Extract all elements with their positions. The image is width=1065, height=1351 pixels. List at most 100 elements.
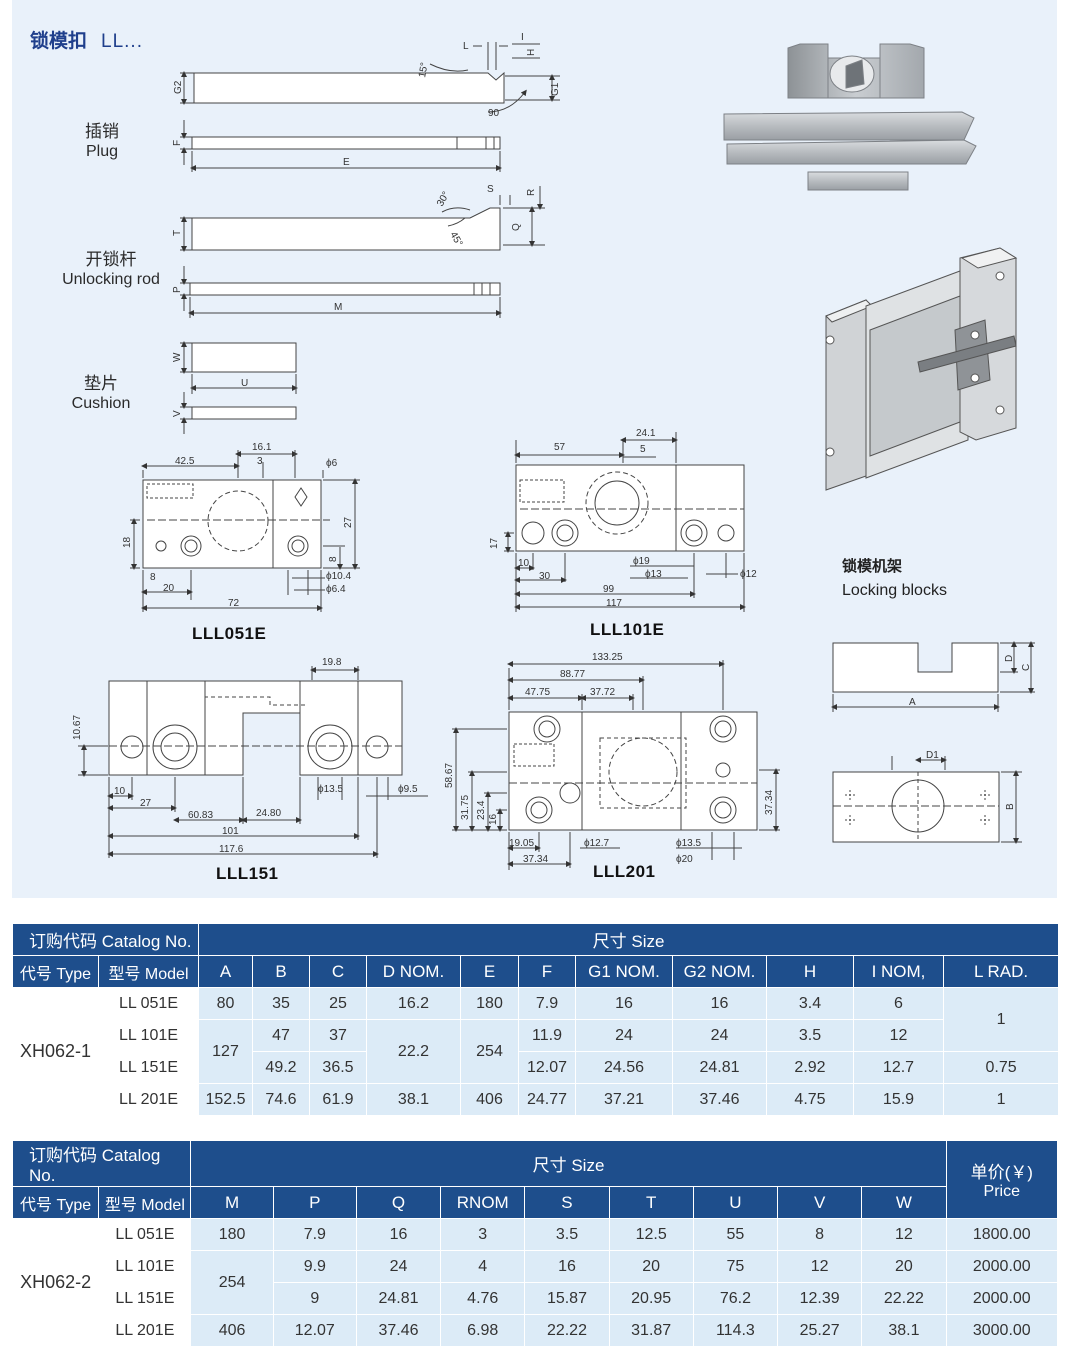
plug-rod-photo xyxy=(723,111,977,191)
svg-text:Q: Q xyxy=(511,223,522,231)
price-header: 单价(￥) Price xyxy=(945,1140,1059,1219)
col-header: A xyxy=(198,955,253,988)
cell: 12.07 xyxy=(518,1051,576,1084)
cell: 12 xyxy=(777,1250,863,1283)
svg-text:57: 57 xyxy=(554,442,566,453)
svg-text:37.72: 37.72 xyxy=(590,687,615,698)
svg-text:16: 16 xyxy=(488,813,499,825)
table-row: LL 151E 49.2 36.5 12.07 24.56 24.81 2.92… xyxy=(13,1051,1060,1084)
cell: 6.98 xyxy=(440,1314,526,1347)
table-row: LL 101E 254 9.9 24 4 16 20 75 12 20 2000… xyxy=(13,1250,1059,1315)
mold-assembly-photo xyxy=(825,247,1018,491)
catalog-header: 订购代码 Catalog No. xyxy=(11,1140,192,1187)
svg-text:23.4: 23.4 xyxy=(476,800,487,820)
cell: 9 xyxy=(272,1282,357,1315)
col-header: H xyxy=(766,955,854,988)
svg-text:27: 27 xyxy=(343,516,354,528)
svg-text:117: 117 xyxy=(606,598,622,609)
cell: 406 xyxy=(190,1314,274,1347)
svg-text:R: R xyxy=(526,189,537,196)
svg-text:19.05: 19.05 xyxy=(509,838,534,849)
svg-text:C: C xyxy=(1021,664,1032,671)
svg-text:W: W xyxy=(172,352,183,362)
cell: 80 xyxy=(198,987,253,1020)
cell: 20.95 xyxy=(608,1282,694,1315)
svg-text:117.6: 117.6 xyxy=(219,844,244,855)
lll051e-dim-labels: 42.5 16.1 3 ϕ6 27 18 8 8 20 ϕ10.4 ϕ6.4 7… xyxy=(122,442,354,609)
svg-text:37.34: 37.34 xyxy=(523,854,548,865)
svg-text:42.5: 42.5 xyxy=(175,456,195,467)
svg-text:20: 20 xyxy=(163,583,175,594)
col-header: S xyxy=(524,1186,610,1219)
svg-text:B: B xyxy=(1005,803,1016,810)
svg-text:F: F xyxy=(172,140,183,146)
model-cell: LL 201E xyxy=(98,1314,192,1347)
svg-text:ϕ19: ϕ19 xyxy=(633,556,650,567)
cell: 20 xyxy=(608,1250,694,1283)
cell: 15.9 xyxy=(853,1083,944,1116)
svg-text:L: L xyxy=(463,41,469,52)
svg-text:P: P xyxy=(172,286,183,293)
model-label-lll101e: LLL101E xyxy=(590,620,665,639)
lll201-dim-labels: 133.25 88.77 47.75 37.72 58.67 31.75 23.… xyxy=(444,652,775,865)
lll101e-drawing xyxy=(504,432,746,612)
cell: 24 xyxy=(355,1250,442,1283)
svg-text:ϕ13: ϕ13 xyxy=(645,569,662,580)
col-header: L RAD. xyxy=(942,955,1060,988)
svg-text:ϕ12.7: ϕ12.7 xyxy=(584,838,610,849)
cell: 4.76 xyxy=(440,1282,526,1315)
cell: 12 xyxy=(853,1019,944,1052)
plug-dim-labels: L I H 15° G2 G1 90 F E xyxy=(172,32,561,168)
locking-block-views xyxy=(831,641,1035,844)
svg-text:H: H xyxy=(526,49,537,56)
price-cell: 2000.00 xyxy=(945,1282,1059,1315)
cell: 35 xyxy=(252,987,310,1020)
cell: 37.21 xyxy=(575,1083,673,1116)
cell: 49.2 xyxy=(252,1051,310,1084)
svg-text:E: E xyxy=(343,157,350,168)
block-dim-labels: D C A D1 B xyxy=(909,655,1032,810)
cell: 0.75 xyxy=(942,1051,1060,1084)
cell: 24 xyxy=(575,1019,673,1052)
cell: 6 xyxy=(853,987,944,1020)
svg-text:8: 8 xyxy=(328,556,339,562)
cell: 16 xyxy=(524,1250,610,1283)
lll101e-dim-labels: 57 24.1 5 17 10 30 ϕ19 ϕ13 ϕ12 99 117 xyxy=(489,428,757,609)
type-cell: XH062-2 xyxy=(11,1218,100,1347)
cell: 16 xyxy=(672,987,767,1020)
svg-text:47.75: 47.75 xyxy=(525,687,550,698)
cell: 55 xyxy=(692,1218,779,1251)
cell: 152.5 xyxy=(198,1083,253,1116)
col-header: C xyxy=(309,955,367,988)
model-header: 型号 Model xyxy=(98,955,199,988)
cell: 9.9 xyxy=(272,1250,357,1283)
col-header: G1 NOM. xyxy=(575,955,673,988)
cell: 3 xyxy=(440,1218,526,1251)
catalog-header: 订购代码 Catalog No. xyxy=(12,923,199,956)
cell: 3.5 xyxy=(524,1218,610,1251)
svg-text:5: 5 xyxy=(640,444,646,455)
model-header: 型号 Model xyxy=(98,1186,192,1219)
size-header: 尺寸 Size xyxy=(190,1140,947,1187)
cell: 12.07 xyxy=(272,1314,357,1347)
svg-text:10.67: 10.67 xyxy=(72,715,83,740)
svg-text:ϕ10.4: ϕ10.4 xyxy=(326,571,352,582)
cell: 47 xyxy=(252,1019,310,1052)
cell: 12.5 xyxy=(608,1218,694,1251)
svg-text:V: V xyxy=(172,410,183,417)
model-cell: LL 101E xyxy=(98,1019,199,1052)
cell: 180 xyxy=(190,1218,274,1251)
locking-blocks-label: 锁模机架 Locking blocks xyxy=(842,557,947,599)
cell: 11.9 xyxy=(518,1019,576,1052)
svg-text:24.1: 24.1 xyxy=(636,428,656,439)
cell: 24.77 xyxy=(518,1083,576,1116)
cell: 36.5 xyxy=(309,1051,367,1084)
svg-text:T: T xyxy=(172,230,183,236)
svg-text:18: 18 xyxy=(122,536,133,548)
cell: 75 xyxy=(692,1250,779,1283)
svg-text:16.1: 16.1 xyxy=(252,442,272,453)
unlocking-rod-drawing xyxy=(180,186,545,318)
svg-text:27: 27 xyxy=(140,798,152,809)
